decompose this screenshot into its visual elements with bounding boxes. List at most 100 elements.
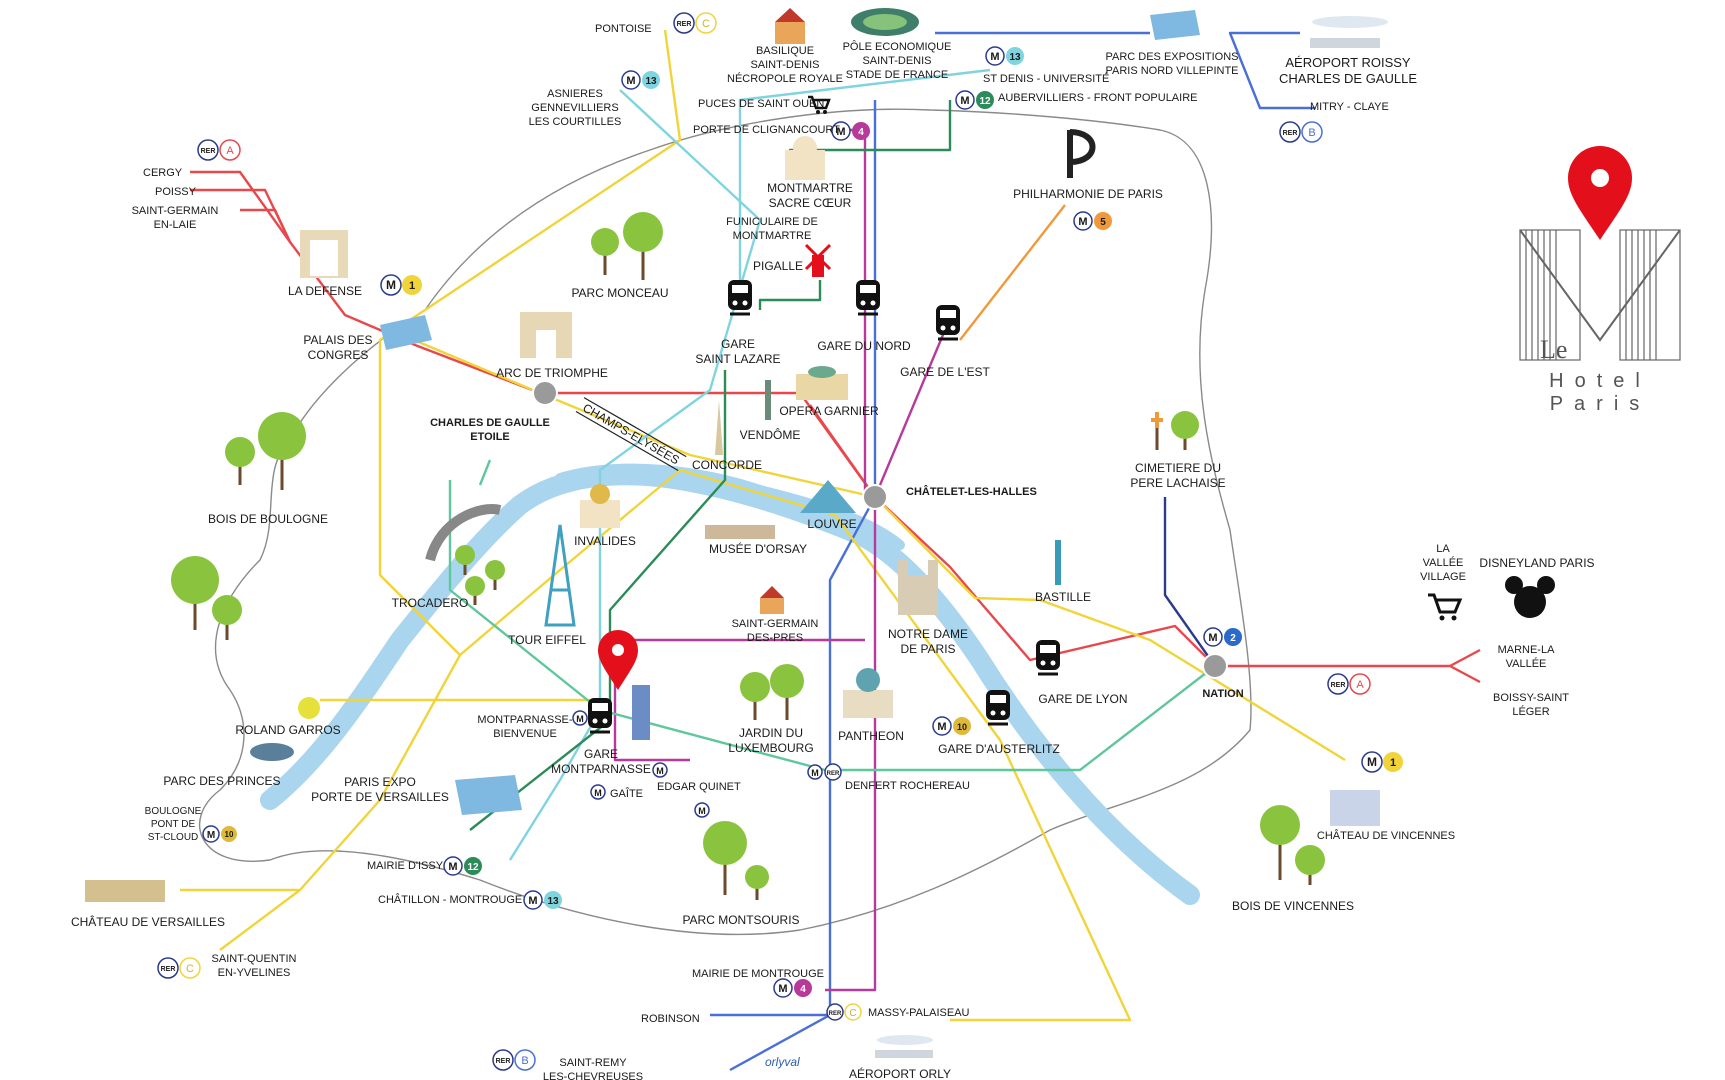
label-chateau-de-vincennes: CHÂTEAU DE VINCENNES [1317,829,1455,842]
train-icon[interactable] [728,280,752,316]
label-parc-des-princes: PARC DES PRINCES [163,774,280,788]
shopping-cart-icon [808,95,831,114]
train-icon[interactable] [936,305,960,341]
label-gare-d-austerlitz: GARE D'AUSTERLITZ [938,742,1060,756]
hub-charles-de-gaulle-etoile[interactable] [532,380,558,406]
rer-b-line [1228,31,1315,110]
versailles-icon [85,880,165,902]
label-massy-palaiseau: MASSY-PALAISEAU [868,1007,970,1019]
svg-text:M: M [778,983,787,995]
palais-congres-icon [380,315,432,350]
label-mairie-de-montrouge: MAIRIE DE MONTROUGE [692,968,824,980]
pantheon-icon [843,668,893,718]
svg-text:RER: RER [827,771,840,777]
label-roland-garros: ROLAND GARROS [235,723,340,737]
label-vendome: VENDÔME [740,427,801,442]
svg-text:C: C [849,1008,856,1019]
label-bois-de-vincennes: BOIS DE VINCENNES [1232,899,1354,913]
peripherique-outline [198,108,1252,936]
metro-12-badge: M 12 [443,856,482,876]
seine-river [260,465,1200,905]
svg-text:13: 13 [547,896,559,907]
svg-text:M: M [698,806,706,816]
svg-text:C: C [186,963,194,975]
label-pigalle: PIGALLE [753,259,803,273]
label-denfert-rochereau: DENFERT ROCHEREAU [845,780,970,792]
svg-text:M: M [386,278,396,292]
airplane-icon [875,1035,933,1058]
metro-badge: M [572,710,588,726]
svg-text:RER: RER [201,148,216,155]
airplane-icon [1310,16,1388,48]
rer-b-main [729,31,1150,1072]
invalides-icon [580,484,620,528]
svg-text:RER: RER [496,1058,511,1065]
metro-4-est [873,329,947,498]
stadium-icon [851,8,919,36]
label-invalides: INVALIDES [574,534,636,548]
location-pin-icon[interactable] [598,630,638,690]
svg-text:B: B [521,1055,528,1067]
svg-text:5: 5 [1100,217,1106,228]
svg-text:A: A [226,145,234,157]
label-st-denis-universite: ST DENIS - UNIVERSITÉ [983,72,1109,85]
label-edgar-quinet: EDGAR QUINET [657,781,741,793]
svg-text:1: 1 [1390,757,1396,769]
label-aeroport-orly: AÉROPORT ORLY [849,1066,951,1080]
svg-text:M: M [1208,632,1217,644]
label-pantheon: PANTHEON [838,729,904,743]
hub-chatelet-les-halles[interactable] [862,484,888,510]
train-icon[interactable] [1036,640,1060,676]
svg-text:M: M [836,126,845,138]
label-porte-clignancourt: PORTE DE CLIGNANCOURT [693,124,840,136]
trocadero-icon [425,504,502,562]
label-trocadero: TROCADERO [392,596,469,610]
svg-text:RER: RER [1283,130,1298,137]
label-musee-d-orsay: MUSÉE D'ORSAY [709,541,807,556]
logo-m-mark [1519,229,1681,361]
svg-text:12: 12 [467,862,479,873]
train-icon[interactable] [856,280,880,316]
rer-a-branch-marne [1449,648,1481,668]
tree-icon [1151,411,1199,450]
metro-badge: M [590,784,606,800]
label-chatelet-les-halles: CHÂTELET-LES-HALLES [906,485,1037,498]
svg-text:M: M [207,830,215,841]
tree-icon [703,821,769,900]
svg-text:M: M [960,95,969,107]
label-bois-de-boulogne: BOIS DE BOULOGNE [208,512,328,526]
label-louvre: LOUVRE [807,517,856,531]
metro-2-line [1163,497,1216,667]
label-orlyval: orlyval [765,1055,800,1069]
eiffel-tower-icon [544,524,576,627]
hub-nation[interactable] [1202,653,1228,679]
train-icon[interactable] [588,698,612,734]
svg-text:10: 10 [957,722,967,732]
basilique-icon [775,8,805,44]
train-icon[interactable] [986,690,1010,726]
label-la-defense: LA DEFENSE [288,284,362,298]
logo-le-text: Le [1540,335,1567,364]
svg-text:M: M [576,714,584,724]
metro-badge: M [807,764,823,780]
metro-13-line [508,68,991,861]
notre-dame-icon [898,560,938,615]
svg-text:RER: RER [1331,682,1346,689]
seine-arm [555,463,905,550]
svg-text:M: M [1078,216,1087,228]
champs-elysees-sign: CHAMPS-ELYSÉES [575,397,687,471]
svg-text:M: M [448,861,457,873]
